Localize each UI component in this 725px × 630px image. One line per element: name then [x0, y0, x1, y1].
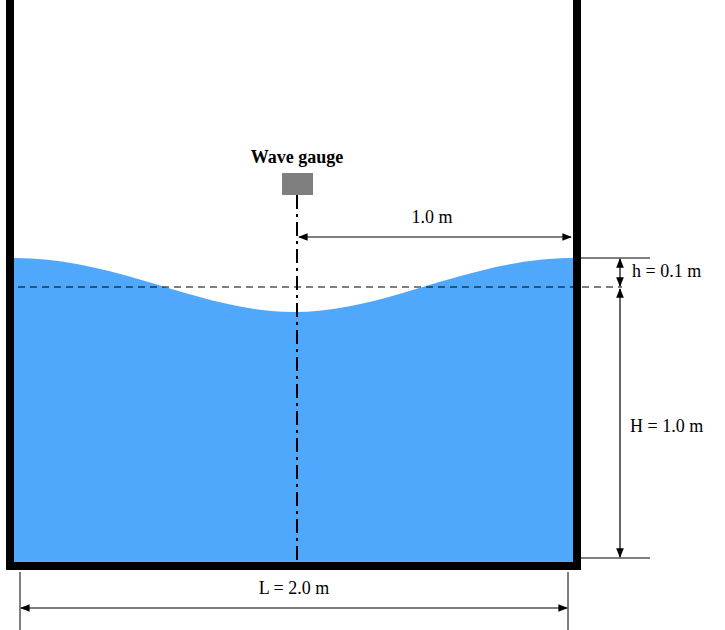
wave-gauge-sensor: [282, 173, 313, 195]
dimension-label: H = 1.0 m: [628, 417, 705, 437]
extension-line: [580, 258, 650, 259]
tank-wall: [10, 0, 577, 566]
dimension-label: h = 0.1 m: [630, 262, 703, 282]
extension-line: [568, 572, 569, 630]
dimension-arrow: [619, 289, 620, 557]
dimension-label: L = 2.0 m: [257, 579, 331, 599]
dimension-arrow: [21, 607, 567, 608]
dimension-arrow: [299, 236, 571, 237]
gauge-centerline: [296, 195, 298, 562]
dimension-arrow: [619, 259, 620, 286]
gauge-label: Wave gauge: [249, 148, 346, 168]
mean-water-level: [18, 286, 622, 287]
dimension-label: 1.0 m: [409, 208, 454, 228]
extension-line: [580, 558, 650, 559]
extension-line: [20, 572, 21, 630]
water-body: [14, 258, 574, 564]
